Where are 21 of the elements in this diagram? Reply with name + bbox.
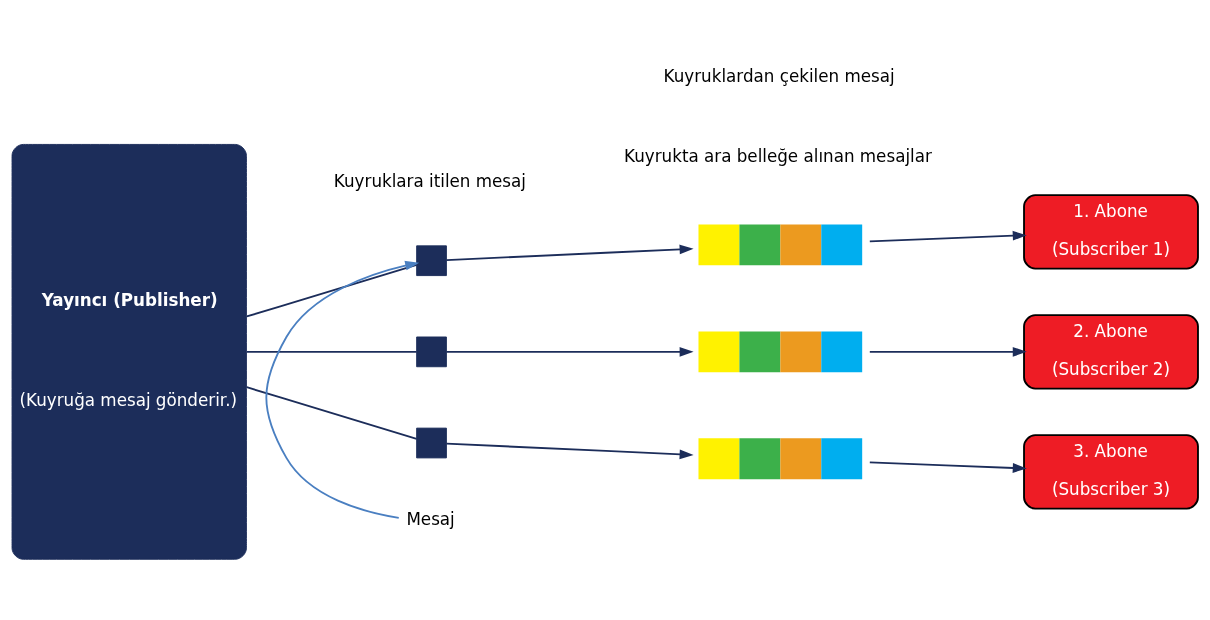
connector bbox=[245, 264, 418, 318]
node-box: 2. Abone (Subscriber 2) bbox=[1023, 314, 1199, 390]
label: Kuyrukta ara belleğe alınan mesajlar bbox=[624, 145, 932, 166]
arrow bbox=[868, 346, 1027, 357]
node-box bbox=[416, 336, 447, 368]
node-box bbox=[416, 427, 447, 459]
node-text: Mesaj bbox=[406, 509, 455, 530]
connector bbox=[245, 386, 418, 440]
arrow bbox=[445, 346, 694, 357]
connector bbox=[245, 350, 418, 353]
arrow bbox=[445, 244, 694, 261]
arrow bbox=[265, 260, 420, 519]
node-box bbox=[416, 245, 447, 277]
node-box: 1. Abone (Subscriber 1) bbox=[1023, 194, 1199, 270]
arrow bbox=[868, 461, 1027, 473]
label: Kuyruklardan çekilen mesaj bbox=[663, 65, 895, 86]
arrow bbox=[868, 230, 1027, 243]
node-box: 3. Abone (Subscriber 3) bbox=[1023, 434, 1199, 510]
node-box: Yayıncı (Publisher) (Kuyruğa mesaj gönderir.) bbox=[11, 143, 247, 560]
arrow bbox=[445, 442, 694, 460]
label: Kuyruklara itilen mesaj bbox=[333, 170, 526, 191]
